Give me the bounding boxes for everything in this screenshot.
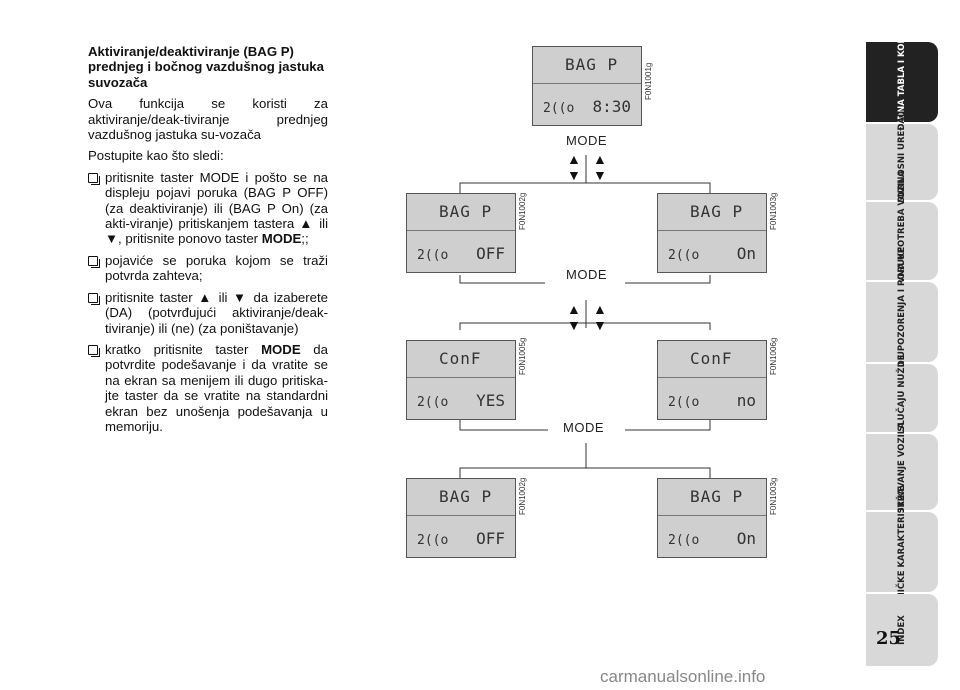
figure-code: F0N1006g: [769, 337, 778, 375]
figure-code: F0N1002g: [518, 192, 527, 230]
display-conf-no: ConF 2((o no: [657, 340, 767, 420]
down-arrow-icon: ▼: [567, 167, 581, 183]
airbag-icon: 2((o: [668, 395, 700, 410]
airbag-icon: 2((o: [543, 101, 575, 116]
instructions-column: Aktiviranje/deaktiviranje (BAG P) prednj…: [88, 44, 328, 440]
airbag-icon: 2((o: [417, 395, 449, 410]
tab-sigurnosni-uredjaji[interactable]: SIGURNOSNI UREĐAJI: [866, 111, 938, 213]
tab-tehnicke-karakteristike[interactable]: TEHNIČKE KARAKTERISTIKE: [866, 486, 938, 618]
list-item: pritisnite taster ▲ ili ▼ da izaberete (…: [88, 290, 328, 336]
figure-code: F0N1005g: [518, 337, 527, 375]
figure-code: F0N1002g: [518, 477, 527, 515]
tab-ispravna-upotreba[interactable]: ISPRAVNA UPOTREBA VOZILA: [866, 171, 938, 311]
down-arrow-icon: ▼: [567, 317, 581, 333]
mode-label: MODE: [566, 133, 607, 148]
checkbox-bullet-icon: [88, 292, 100, 305]
down-arrow-icon: ▼: [593, 317, 607, 333]
list-item: pojaviće se poruka kojom se traži potvrd…: [88, 253, 328, 284]
up-arrow-icon: ▲: [593, 151, 607, 167]
watermark: carmanualsonline.info: [600, 667, 766, 686]
tab-odrzavanje-vozila[interactable]: ODRŽAVANJE VOZILA: [866, 422, 938, 522]
intro-paragraph: Ova funkcija se koristi za aktiviranje/d…: [88, 96, 328, 143]
list-item: pritisnite taster MODE i pošto se na dis…: [88, 170, 328, 247]
mode-label: MODE: [566, 267, 607, 282]
figure-code: F0N1003g: [769, 192, 778, 230]
display-bag-p-time: BAG P 2((o 8:30: [532, 46, 642, 126]
display-bag-p-off: BAG P 2((o OFF: [406, 193, 516, 273]
tab-index[interactable]: INDEX: [866, 594, 938, 666]
checkbox-bullet-icon: [88, 344, 100, 357]
checkbox-bullet-icon: [88, 255, 100, 268]
figure-code: F0N1003g: [769, 477, 778, 515]
display-conf-yes: ConF 2((o YES: [406, 340, 516, 420]
page-number: 25: [876, 628, 902, 649]
airbag-icon: 2((o: [668, 248, 700, 263]
tab-svetla-upozorenja[interactable]: SVETLA UPOZORENJA I PORUKE: [866, 247, 938, 397]
steps-intro: Postupite kao što sledi:: [88, 148, 224, 164]
display-bag-p-on-final: BAG P 2((o On: [657, 478, 767, 558]
up-arrow-icon: ▲: [567, 151, 581, 167]
mode-label: MODE: [563, 420, 604, 435]
up-arrow-icon: ▲: [567, 301, 581, 317]
tab-u-slucaju-nuzde[interactable]: U SLUČAJU NUŽDE: [866, 355, 938, 441]
up-arrow-icon: ▲: [593, 301, 607, 317]
checkbox-bullet-icon: [88, 172, 100, 185]
display-bag-p-off-final: BAG P 2((o OFF: [406, 478, 516, 558]
display-bag-p-on: BAG P 2((o On: [657, 193, 767, 273]
list-item: kratko pritisnite taster MODE da potvrdi…: [88, 342, 328, 434]
down-arrow-icon: ▼: [593, 167, 607, 183]
section-heading: Aktiviranje/deaktiviranje (BAG P) prednj…: [88, 44, 324, 90]
steps-list: pritisnite taster MODE i pošto se na dis…: [88, 170, 328, 435]
tab-komandna-tabla[interactable]: KOMANDNA TABLA I KOMANDE: [866, 8, 938, 156]
airbag-icon: 2((o: [417, 533, 449, 548]
airbag-icon: 2((o: [417, 248, 449, 263]
figure-code: F0N1001g: [644, 62, 653, 100]
airbag-icon: 2((o: [668, 533, 700, 548]
